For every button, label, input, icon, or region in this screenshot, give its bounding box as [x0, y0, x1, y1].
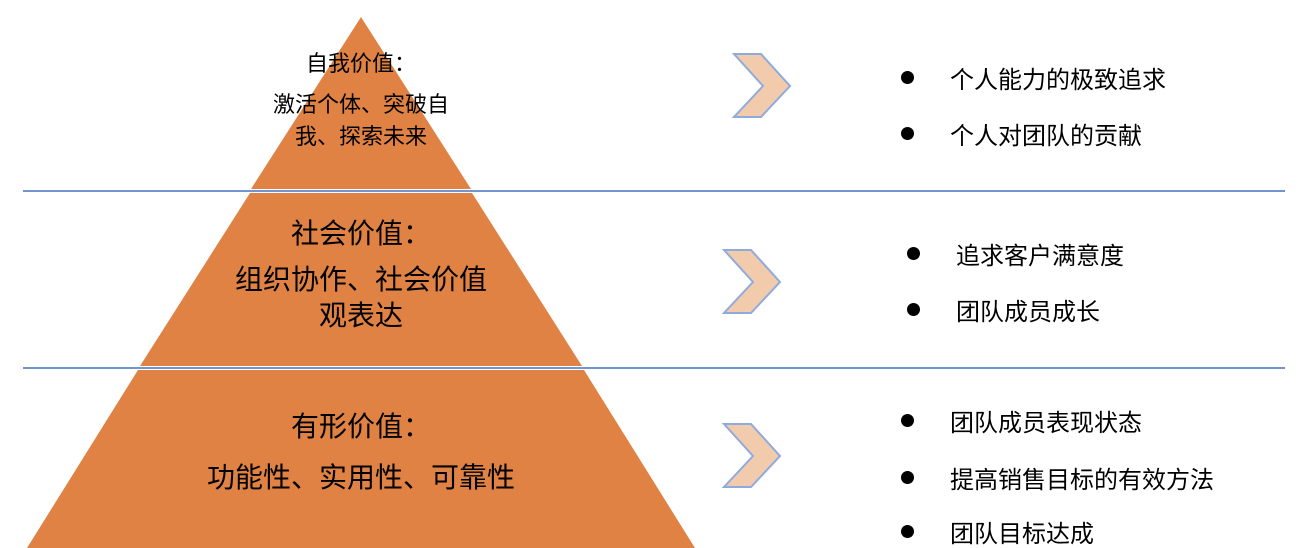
bullet-icon: [901, 470, 914, 484]
bullet-item: 追求客户满意度: [907, 236, 1124, 271]
tier-description-line: 组织协作、社会价值: [234, 263, 487, 296]
tier-title: 自我价值：: [305, 52, 416, 77]
chevron-right-icon: [721, 249, 782, 314]
pyramid-tier-bottom: [27, 370, 695, 548]
bullet-text: 个人能力的极致追求: [950, 66, 1166, 94]
bullet-item: 团队成员表现状态: [901, 403, 1142, 438]
bullet-text: 团队成员成长: [956, 298, 1100, 326]
bullet-icon: [907, 246, 920, 260]
bullet-icon: [901, 126, 914, 140]
tier-description: 功能性、实用性、可靠性: [206, 461, 515, 494]
bullet-item: 提高销售目标的有效方法: [901, 460, 1214, 495]
bullet-text: 提高销售目标的有效方法: [950, 466, 1214, 494]
bullet-icon: [901, 413, 914, 427]
chevron-right-icon: [731, 53, 792, 118]
bullet-icon: [901, 70, 914, 84]
bullet-item: 团队成员成长: [907, 292, 1100, 327]
tier-description-line: 观表达: [318, 299, 403, 332]
bullet-item: 个人对团队的贡献: [901, 116, 1142, 151]
tier-description: 组织协作、社会价值 观表达: [191, 262, 531, 334]
bullet-text: 个人对团队的贡献: [950, 122, 1142, 150]
tier-description-line: 激活个体、突破自: [272, 93, 449, 118]
tier-description: 激活个体、突破自 我、探索未来: [231, 90, 491, 154]
tier-title: 有形价值：: [290, 410, 431, 443]
bullet-text: 追求客户满意度: [956, 242, 1124, 270]
tier-title: 社会价值：: [290, 217, 431, 250]
chevron-right-icon: [721, 423, 782, 488]
bullet-icon: [907, 302, 920, 316]
bullet-icon: [901, 524, 914, 538]
pyramid-tier-middle: [140, 193, 582, 366]
pyramid-tier-top: [251, 17, 471, 189]
tier-description-line: 我、探索未来: [294, 125, 427, 150]
bullet-text: 团队目标达成: [950, 520, 1094, 548]
bullet-item: 个人能力的极致追求: [901, 60, 1166, 95]
bullet-text: 团队成员表现状态: [950, 409, 1142, 437]
bullet-item: 团队目标达成: [901, 514, 1094, 548]
